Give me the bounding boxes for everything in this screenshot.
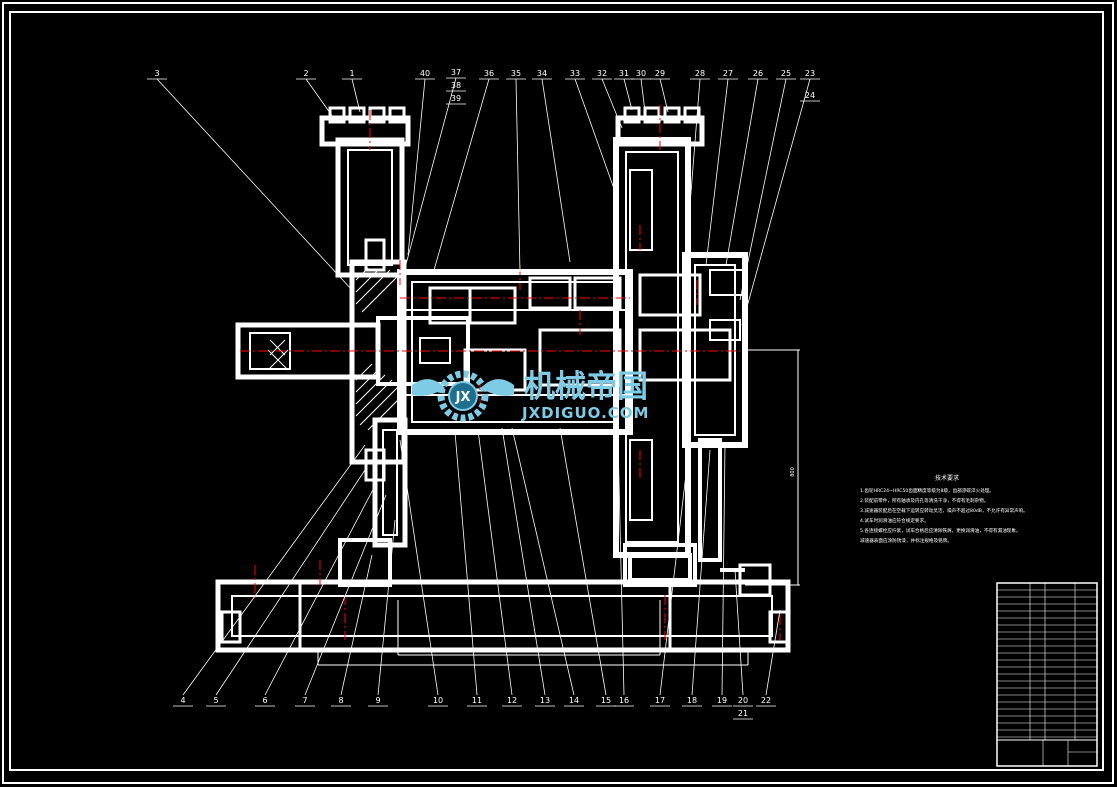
bottom-callout-13: 13: [540, 696, 550, 705]
bottom-callout-21: 21: [738, 709, 748, 718]
dimension-800: [745, 349, 800, 586]
leader-line: [477, 429, 513, 696]
note-line: 2.装配前零件，所有轴承及内孔等清洗干净，不得有毛刺杂物。: [860, 497, 988, 504]
note-line: 4.试车时润滑油应符合规定要求。: [860, 517, 929, 524]
top-callout-31: 31: [619, 69, 629, 78]
note-line: 5.各连接螺栓应拧紧，试车合格后应清除铁屑，更换润滑油，不得有漏油现象。: [860, 527, 1021, 534]
top-callout-37: 37: [451, 68, 461, 77]
bottom-callout-15: 15: [601, 696, 611, 705]
leader-line: [705, 78, 729, 266]
leader-line: [501, 427, 546, 696]
top-callout-24: 24: [805, 91, 815, 100]
leader-line: [617, 439, 625, 696]
leader-line: [721, 444, 726, 696]
leader-line: [399, 439, 439, 696]
note-line: 3.减速器装配后在空载下运转应转动灵活，噪声不超过80dB，不允许有异常声响。: [860, 507, 1028, 514]
note-line: 1.齿轮HRC24~HRC50齿面精度等级为8级，齿部渗碳淬火处理。: [860, 487, 994, 494]
leader-line: [304, 494, 387, 696]
top-callout-30: 30: [636, 69, 646, 78]
top-callout-26: 26: [753, 69, 763, 78]
leader-line: [511, 427, 575, 696]
sheet-border-inner: [9, 11, 1104, 771]
leader-line: [574, 78, 619, 201]
notes-title: 技术要求: [935, 474, 959, 482]
gear-logo-icon: JX: [412, 370, 514, 422]
bottom-callout-9: 9: [375, 696, 380, 705]
bottom-callout-16: 16: [619, 696, 629, 705]
leader-line: [305, 78, 336, 121]
top-callout-2: 2: [303, 69, 308, 78]
leader-line: [404, 77, 457, 269]
bottom-callout-4: 4: [180, 696, 185, 705]
bottom-callout-18: 18: [687, 696, 697, 705]
leader-line: [377, 519, 396, 696]
leader-line: [559, 427, 607, 696]
top-callout-38: 38: [451, 81, 461, 90]
leader-line: [739, 78, 787, 301]
top-callout-28: 28: [695, 69, 705, 78]
leader-line: [541, 78, 571, 263]
leader-line: [623, 78, 633, 111]
leader-lines: [147, 77, 820, 720]
top-callout-1: 1: [349, 69, 354, 78]
title-block: [996, 582, 1098, 767]
top-callout-35: 35: [511, 69, 521, 78]
watermark-chinese: 机械帝国: [524, 369, 648, 405]
bottom-callout-5: 5: [213, 696, 218, 705]
technical-notes: 技术要求 1.齿轮HRC24~HRC50齿面精度等级为8级，齿部渗碳淬火处理。 …: [860, 474, 1028, 544]
leader-line: [182, 444, 366, 696]
leader-line: [264, 479, 379, 696]
leader-line: [454, 431, 478, 696]
top-callout-34: 34: [537, 69, 547, 78]
bottom-callout-8: 8: [338, 696, 343, 705]
leader-line: [215, 469, 366, 696]
leader-line: [741, 78, 811, 326]
top-callout-3: 3: [154, 69, 159, 78]
leader-line: [734, 569, 744, 696]
leader-line: [725, 78, 759, 266]
top-callout-33: 33: [570, 69, 580, 78]
leader-line: [691, 449, 711, 696]
note-line: 减速器表面应涂防锈漆，并标注规格及铭牌。: [860, 537, 952, 544]
top-callout-23: 23: [805, 69, 815, 78]
top-callout-40: 40: [420, 69, 430, 78]
leader-line: [601, 78, 623, 129]
bottom-callout-22: 22: [761, 696, 771, 705]
section-hatching: [267, 267, 401, 431]
leader-line: [407, 78, 426, 256]
bottom-callout-12: 12: [507, 696, 517, 705]
leader-line: [765, 609, 781, 696]
bottom-callout-10: 10: [433, 696, 443, 705]
leader-line: [515, 78, 521, 273]
watermark: JX 机械帝国 JXDIGUO.COM: [412, 369, 649, 422]
leader-line: [659, 439, 691, 696]
bottom-callout-11: 11: [472, 696, 482, 705]
top-callout-39: 39: [451, 94, 461, 103]
leader-line: [351, 78, 361, 113]
top-callout-29: 29: [655, 69, 665, 78]
bottom-callout-20: 20: [738, 696, 748, 705]
top-callout-25: 25: [781, 69, 791, 78]
leader-line: [659, 78, 669, 113]
watermark-english: JXDIGUO.COM: [521, 404, 649, 422]
dimension-value: 800: [790, 467, 796, 477]
bottom-callout-19: 19: [717, 696, 727, 705]
bottom-callout-17: 17: [655, 696, 665, 705]
leader-line: [156, 78, 353, 291]
leader-line: [640, 78, 646, 113]
leader-line: [433, 78, 490, 271]
bottom-callout-7: 7: [302, 696, 307, 705]
bottom-callout-14: 14: [569, 696, 579, 705]
top-callout-32: 32: [597, 69, 607, 78]
leader-line: [340, 554, 373, 696]
bottom-callout-6: 6: [262, 696, 267, 705]
top-callout-36: 36: [484, 69, 494, 78]
top-callout-27: 27: [723, 69, 733, 78]
leader-line: [687, 78, 701, 231]
logo-letters: JX: [455, 390, 471, 405]
